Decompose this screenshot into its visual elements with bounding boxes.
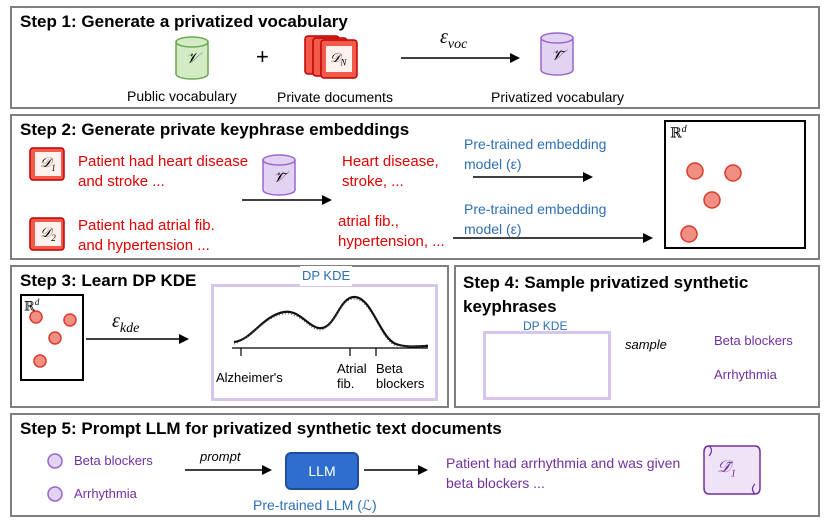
step1-title: Step 1: Generate a privatized vocabulary bbox=[20, 12, 348, 31]
v-tilde-symbol: 𝒱̃ bbox=[551, 48, 564, 64]
prompt-arrow-label: prompt bbox=[200, 449, 241, 464]
sample-arrow-label: sample bbox=[625, 337, 667, 352]
embedding-point bbox=[724, 164, 742, 182]
privatized-vocab-cylinder-icon bbox=[262, 154, 296, 196]
keyphrases2: atrial fib.,hypertension, ... bbox=[338, 213, 445, 250]
step4-output-arrhythmia: Arrhythmia bbox=[714, 367, 777, 382]
public-vocabulary-label: Public vocabulary bbox=[127, 88, 237, 104]
kde-small-title: DP KDE bbox=[523, 319, 568, 333]
llm-box: LLM bbox=[285, 452, 359, 490]
kde-noise bbox=[233, 298, 429, 347]
privatized-vocabulary-cylinder-icon bbox=[540, 32, 574, 76]
public-vocabulary-cylinder-icon bbox=[175, 36, 209, 80]
step3-title: Step 3: Learn DP KDE bbox=[20, 271, 197, 290]
embedding-point bbox=[686, 162, 704, 180]
private-documents-scroll-icon bbox=[304, 35, 358, 79]
step3-point bbox=[33, 354, 47, 368]
kde-arrow-label: εkde bbox=[112, 310, 140, 336]
step4-panel bbox=[454, 265, 820, 408]
doc1-scroll-icon bbox=[29, 147, 65, 181]
step3-point bbox=[48, 331, 62, 345]
dn-symbol: 𝒟N bbox=[330, 50, 347, 68]
step5-input-dot bbox=[47, 453, 63, 469]
step5-panel bbox=[10, 413, 820, 517]
kde-x-label-atrial: Atrial fib. bbox=[337, 361, 367, 391]
voc-arrow-label: εvoc bbox=[440, 26, 468, 52]
private-documents-label: Private documents bbox=[277, 89, 393, 105]
step5-input-dot bbox=[47, 486, 63, 502]
step5-title: Step 5: Prompt LLM for privatized synthe… bbox=[20, 419, 502, 438]
synthetic-doc-symbol: 𝒟̃1 bbox=[717, 457, 737, 480]
plus-sign: + bbox=[256, 44, 269, 69]
step2-title: Step 2: Generate private keyphrase embed… bbox=[20, 120, 410, 139]
step3-point bbox=[63, 313, 77, 327]
llm-caption: Pre-trained LLM (ℒ) bbox=[253, 497, 377, 513]
v-symbol: 𝒱 bbox=[186, 51, 199, 67]
d2-symbol: 𝒟2 bbox=[40, 226, 56, 243]
embedding-point bbox=[703, 191, 721, 209]
embedding-space-label: ℝd bbox=[670, 124, 687, 142]
privatized-vocabulary-label: Privatized vocabulary bbox=[491, 89, 625, 105]
kde-x-label-beta: Beta blockers bbox=[376, 361, 425, 391]
synthetic-doc-scroll-icon bbox=[703, 445, 761, 495]
v-tilde-symbol-step2: 𝒱̃ bbox=[273, 170, 286, 186]
step3-point bbox=[29, 310, 43, 324]
keyphrases1: Heart disease,stroke, ... bbox=[342, 153, 439, 190]
doc2-scroll-icon bbox=[29, 217, 65, 251]
kde-x-label-alzheimers: Alzheimer's bbox=[216, 370, 283, 385]
step4-output-beta: Beta blockers bbox=[714, 333, 793, 348]
kde-small-frame bbox=[483, 331, 611, 400]
kde-title: DP KDE bbox=[300, 266, 353, 286]
embedding-point bbox=[680, 225, 698, 243]
doc2-text: Patient had atrial fib.and hypertension … bbox=[78, 217, 215, 254]
d1-symbol: 𝒟1 bbox=[40, 156, 56, 173]
step3-space-label: ℝd bbox=[24, 297, 40, 315]
step5-input-beta: Beta blockers bbox=[74, 453, 153, 468]
step5-input-arrhythmia: Arrhythmia bbox=[74, 486, 137, 501]
